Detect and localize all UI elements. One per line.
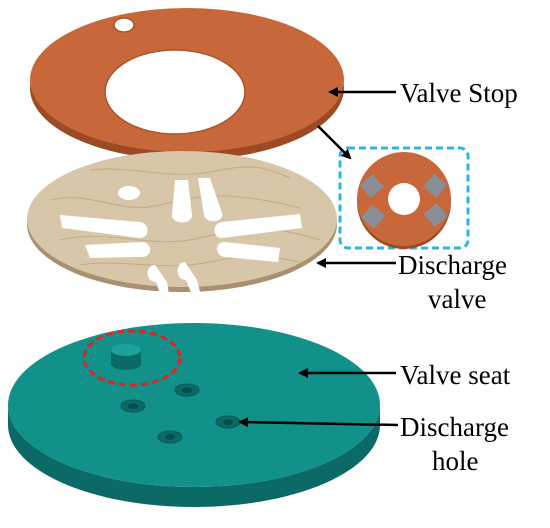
label-discharge-hole-line2: hole bbox=[432, 446, 479, 476]
label-discharge-hole-line1: Discharge bbox=[400, 412, 509, 442]
valve-stop-small-hole bbox=[113, 17, 135, 33]
discharge-valve-disc bbox=[27, 151, 337, 300]
discharge-hole-inner bbox=[128, 387, 233, 440]
label-valve-stop: Valve Stop bbox=[400, 78, 518, 108]
arrow-detail-link bbox=[317, 125, 352, 160]
label-valve-seat: Valve seat bbox=[400, 360, 511, 390]
valve-stop-plate bbox=[30, 8, 344, 160]
label-discharge-valve-line2: valve bbox=[428, 284, 487, 314]
arrow-discharge-hole bbox=[238, 417, 399, 428]
valve-stop-ring-detail bbox=[357, 152, 451, 249]
label-discharge-valve-line1: Discharge bbox=[398, 250, 507, 280]
valve-seat-base bbox=[8, 323, 380, 507]
seat-callout-circle bbox=[82, 329, 182, 387]
seat-boss bbox=[111, 344, 141, 370]
valve-stop-center-hole bbox=[104, 49, 246, 135]
